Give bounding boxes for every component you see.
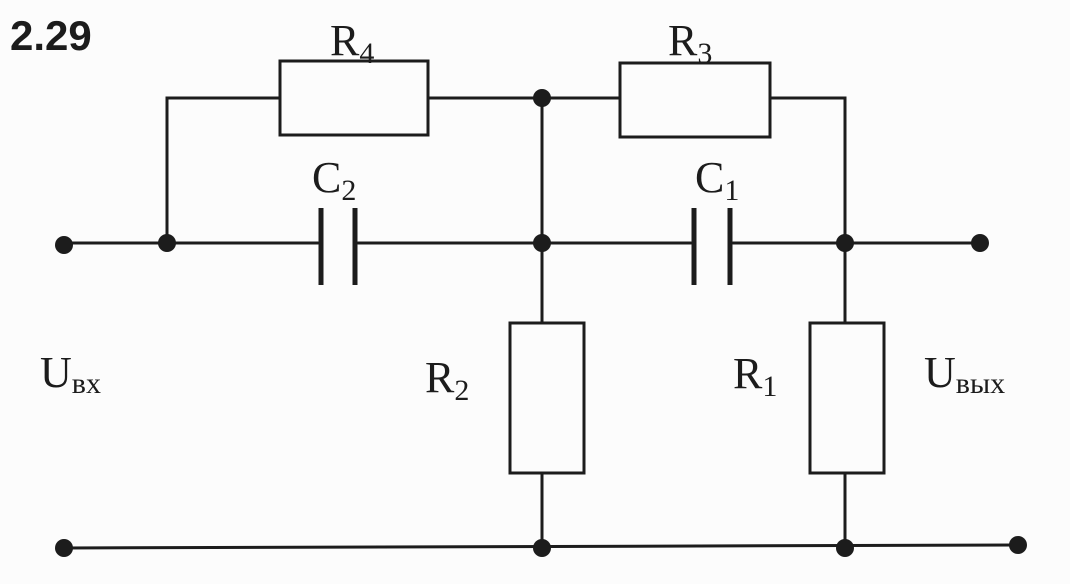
wire-top-right xyxy=(768,96,847,245)
resistor-r2 xyxy=(508,321,586,475)
label-r1: R1 xyxy=(733,349,777,403)
resistor-r3 xyxy=(618,61,772,139)
label-r2: R2 xyxy=(425,353,469,407)
junction-middle xyxy=(533,234,551,252)
resistor-r1 xyxy=(808,321,886,475)
junction-top-middle xyxy=(533,89,551,107)
label-output-voltage: Uвых xyxy=(924,348,1005,400)
wire-top-left xyxy=(165,96,282,245)
terminal-output-top xyxy=(971,234,989,252)
resistor-r4 xyxy=(278,59,430,137)
junction-bottom-right xyxy=(836,539,854,557)
terminal-output-bottom xyxy=(1009,536,1027,554)
label-c1: C1 xyxy=(695,153,739,207)
terminal-input-bottom xyxy=(55,539,73,557)
problem-number: 2.29 xyxy=(10,12,92,59)
junction-bottom-middle xyxy=(533,539,551,557)
junction-right xyxy=(836,234,854,252)
label-c2: C2 xyxy=(312,153,356,207)
junction-left xyxy=(158,234,176,252)
terminal-input-top xyxy=(55,236,73,254)
label-r3: R3 xyxy=(668,16,712,70)
label-input-voltage: Uвх xyxy=(40,348,101,400)
label-r4: R4 xyxy=(330,16,374,70)
